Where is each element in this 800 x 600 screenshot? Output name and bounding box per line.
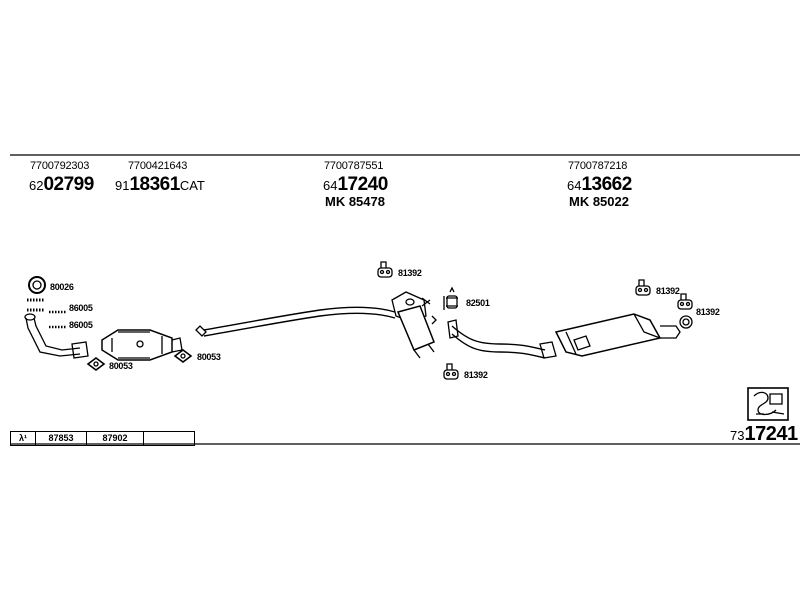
footer-cell-1: 87853: [36, 432, 87, 445]
label-81392-bottom: 81392: [464, 370, 488, 380]
part-number-1: 6202799: [29, 174, 94, 195]
footer-cell-2: 87902: [87, 432, 144, 445]
oe-number-2: 7700421643: [128, 160, 188, 172]
footer-table: λ¹ 87853 87902: [10, 431, 195, 446]
mk-number-3: MK 85478: [325, 194, 385, 209]
lambda-cell: λ¹: [11, 432, 36, 445]
label-81392-right: 81392: [696, 307, 720, 317]
rear-pipe: [447, 319, 557, 359]
rubber-hanger-icon: [635, 279, 651, 296]
rubber-hanger-icon: [677, 293, 693, 310]
label-81392-right-top: 81392: [656, 286, 680, 296]
gasket-ring-80026: [28, 276, 46, 294]
gasket-80053-mid: [173, 349, 193, 363]
label-80053-b: 80053: [197, 352, 221, 362]
label-80053-a: 80053: [109, 361, 133, 371]
oe-number-1: 7700792303: [30, 160, 90, 172]
rubber-hanger-icon: [377, 261, 393, 278]
spring-icon: [27, 298, 45, 312]
front-pipe: [24, 313, 89, 359]
label-80026: 80026: [50, 282, 74, 292]
part-number-2: 9118361CAT: [115, 174, 205, 195]
part-number-4: 6413662: [567, 174, 632, 195]
drawing-number: 7317241: [730, 423, 798, 445]
footer-cell-empty: [144, 432, 194, 445]
label-81392-top: 81392: [398, 268, 422, 278]
oe-number-3: 7700787551: [324, 160, 384, 172]
intermediate-pipe: [195, 306, 396, 337]
rubber-hanger-icon: [443, 363, 459, 380]
label-86005-b: 86005: [69, 320, 93, 330]
manufacturer-logo: [747, 387, 789, 421]
label-82501: 82501: [466, 298, 490, 308]
catalytic-converter: [101, 329, 183, 361]
clamp-icon: [421, 286, 458, 325]
oe-number-4: 7700787218: [568, 160, 628, 172]
gasket-ring-inner: [32, 280, 42, 290]
spring-icon: [49, 310, 66, 329]
label-86005-a: 86005: [69, 303, 93, 313]
part-number-3: 6417240: [323, 174, 388, 195]
centre-resonator: [391, 291, 435, 359]
rear-silencer: [554, 313, 693, 357]
mk-number-4: MK 85022: [569, 194, 629, 209]
gasket-80053-left: [86, 357, 106, 371]
